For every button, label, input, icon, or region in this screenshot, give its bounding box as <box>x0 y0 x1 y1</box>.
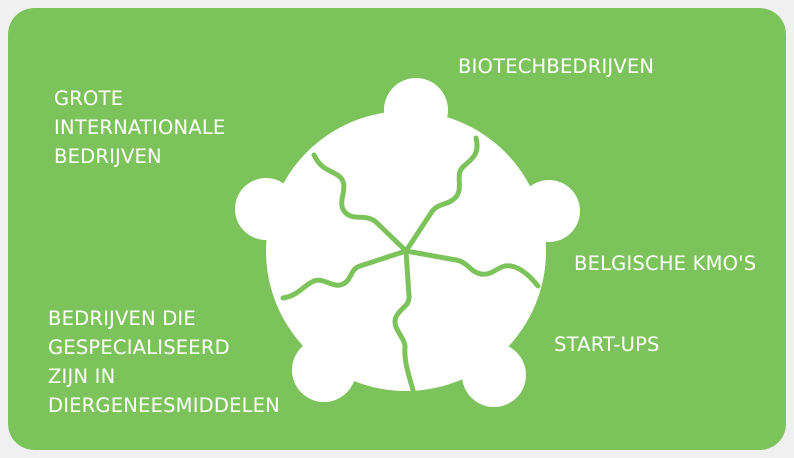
label-biotech: BIOTECHBEDRIJVEN <box>458 55 655 78</box>
seam-right <box>403 248 541 289</box>
label-large-international: GROTE INTERNATIONALE BEDRIJVEN <box>54 84 225 171</box>
label-line: ZIJN IN <box>48 365 116 388</box>
label-veterinary: BEDRIJVEN DIE GESPECIALISEERD ZIJN IN DI… <box>48 304 280 420</box>
label-startups: START-UPS <box>554 333 660 356</box>
label-line: GROTE <box>54 87 124 110</box>
label-belgian-sme: BELGISCHE KMO'S <box>574 252 757 275</box>
label-line: BEDRIJVEN <box>54 145 162 168</box>
label-line: BEDRIJVEN DIE <box>48 307 196 330</box>
seam-upper-left <box>311 152 409 254</box>
diagram-panel: BIOTECHBEDRIJVEN GROTE INTERNATIONALE BE… <box>8 8 786 450</box>
seam-bottom <box>392 248 416 393</box>
seam-upper-right <box>403 135 480 254</box>
label-line: GESPECIALISEERD <box>48 336 230 359</box>
people-puzzle-icon <box>8 8 786 450</box>
seam-left <box>280 248 409 301</box>
label-line: INTERNATIONALE <box>54 116 226 139</box>
label-line: DIERGENEESMIDDELEN <box>48 394 280 417</box>
puzzle-seams <box>280 135 541 393</box>
